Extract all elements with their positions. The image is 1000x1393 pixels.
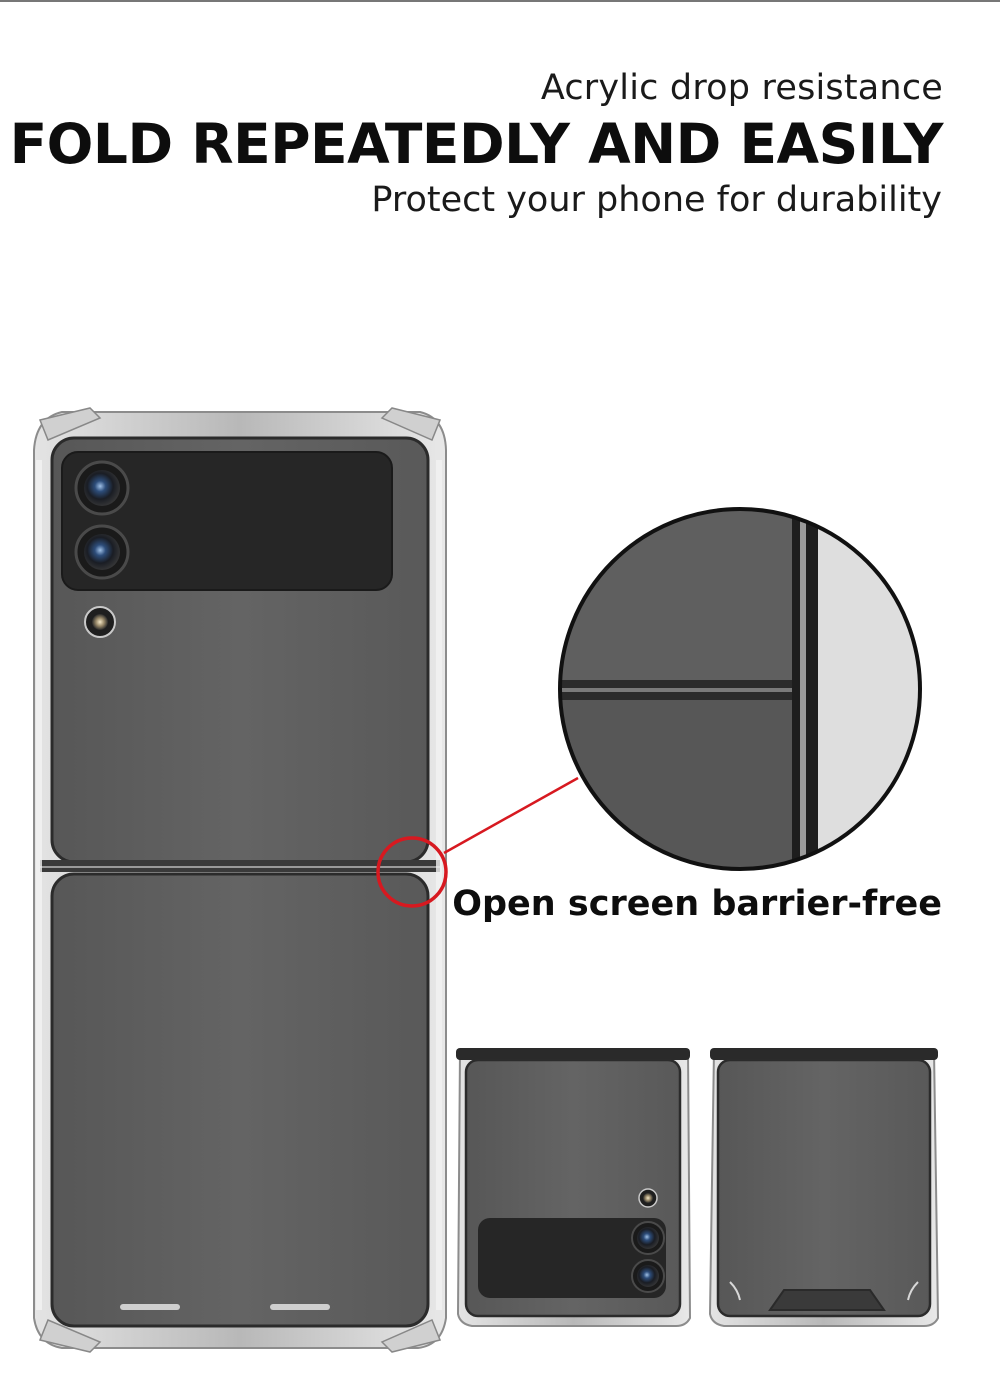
folded-phone-back	[708, 1048, 940, 1327]
tagline: Acrylic drop resistance	[540, 68, 943, 108]
camera-lens-icon	[74, 460, 130, 516]
folded-phone-front	[456, 1048, 692, 1327]
camera-lens-icon	[631, 1259, 665, 1293]
unfolded-phone	[33, 407, 447, 1353]
flash-icon	[84, 606, 116, 638]
flash-icon	[638, 1188, 658, 1208]
hinge-callout	[376, 776, 579, 908]
camera-lens-icon	[631, 1221, 665, 1255]
subheadline: Protect your phone for durability	[371, 180, 942, 220]
callout-label: Open screen barrier-free	[452, 884, 942, 924]
headline: FOLD REPEATEDLY AND EASILY	[9, 112, 944, 176]
hinge-zoom-view	[558, 507, 922, 871]
top-divider	[0, 0, 1000, 2]
camera-lens-icon	[74, 524, 130, 580]
